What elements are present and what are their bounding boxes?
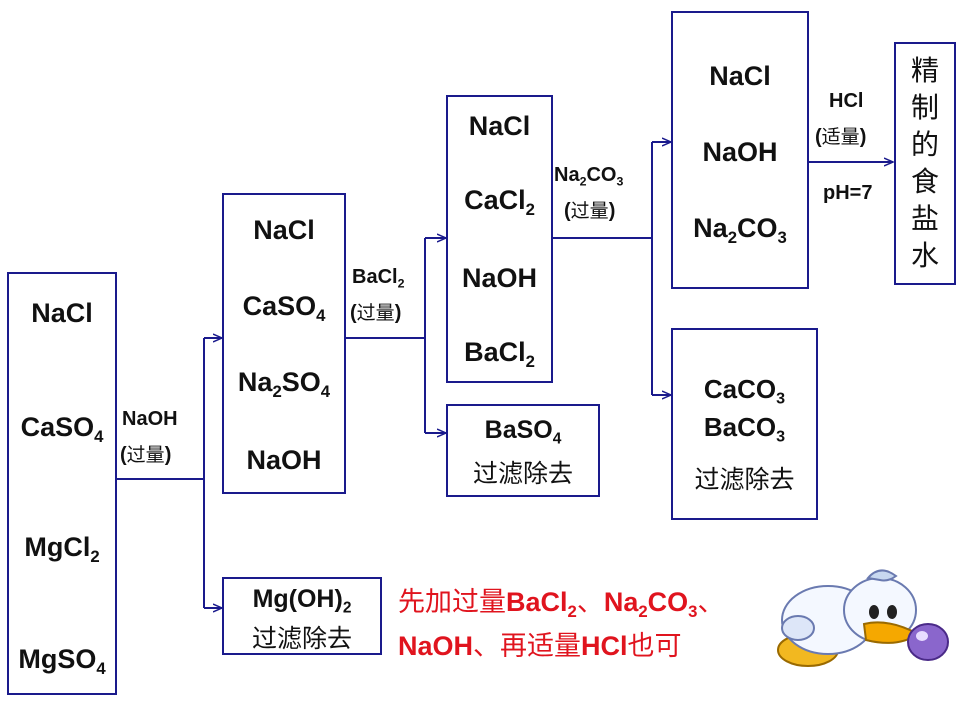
mg-precipitate-box: Mg(OH)2 过滤除去: [222, 577, 382, 655]
note-line-1: 先加过量BaCl2、Na2CO3、: [398, 587, 725, 621]
col4-item-3: Na2CO3: [693, 213, 787, 247]
step4-condition: pH=7: [823, 182, 873, 204]
final-product-label: 精制的 食盐水: [910, 54, 939, 272]
mg-precipitate-remove: 过滤除去: [251, 624, 352, 653]
ba-precipitate-box: BaSO4 过滤除去: [446, 404, 600, 497]
step2-excess: (过量): [350, 302, 402, 324]
step3-reagent: Na2CO3: [554, 164, 624, 189]
col2-item-2: CaSO4: [242, 291, 326, 325]
step1-reagent: NaOH: [122, 408, 178, 430]
col3-item-4: BaCl2: [464, 337, 535, 371]
col4-item-2: NaOH: [702, 137, 778, 167]
ba-precipitate-remove: 过滤除去: [472, 459, 573, 488]
step4-reagent: HCl: [829, 90, 864, 112]
cartoon-duck-illustration: [777, 569, 949, 667]
after-bacl2-box: NaCl CaCl2 NaOH BaCl2: [446, 95, 553, 383]
baco3-formula: BaCO3: [703, 412, 786, 446]
carbonate-precipitate-remove: 过滤除去: [694, 465, 795, 494]
col3-item-2: CaCl2: [464, 185, 535, 219]
step4-amount: (适量): [815, 126, 867, 148]
col4-item-1: NaCl: [709, 61, 771, 91]
col1-item-3: MgCl2: [24, 532, 100, 566]
col1-item-4: MgSO4: [18, 644, 106, 678]
step1-excess: (过量): [120, 444, 172, 466]
col2-item-1: NaCl: [253, 215, 315, 245]
mg-precipitate-formula: Mg(OH)2: [252, 585, 352, 617]
col1-item-1: NaCl: [31, 298, 93, 328]
crude-salt-box: NaCl CaSO4 MgCl2 MgSO4: [7, 272, 117, 695]
final-product-box: 精制的 食盐水: [894, 42, 956, 285]
caco3-formula: CaCO3: [703, 374, 786, 408]
note-line-2: NaOH、再适量HCl也可: [398, 631, 682, 662]
col2-item-4: NaOH: [246, 445, 322, 475]
col1-item-2: CaSO4: [20, 412, 104, 446]
after-naoh-box: NaCl CaSO4 Na2SO4 NaOH: [222, 193, 346, 494]
col3-item-1: NaCl: [468, 111, 531, 141]
col2-item-3: Na2SO4: [237, 367, 331, 401]
after-na2co3-box: NaCl NaOH Na2CO3: [671, 11, 809, 289]
step2-reagent: BaCl2: [352, 266, 405, 291]
step3-excess: (过量): [564, 200, 616, 222]
carbonate-precipitate-box: CaCO3 BaCO3 过滤除去: [671, 328, 818, 520]
col3-item-3: NaOH: [461, 263, 537, 293]
ba-precipitate-formula: BaSO4: [484, 416, 562, 448]
